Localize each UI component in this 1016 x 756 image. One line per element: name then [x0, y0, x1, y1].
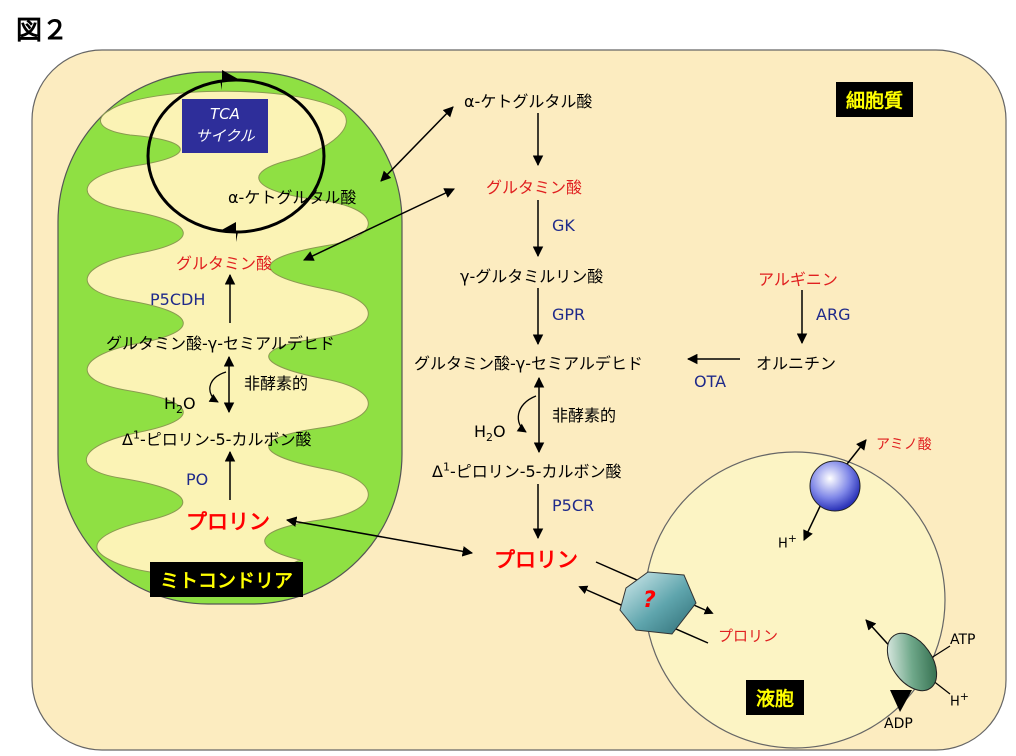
cyto-ornithine: オルニチン — [756, 354, 837, 373]
arrow-akg-exchange — [380, 106, 454, 182]
cyto-gk: GK — [552, 216, 575, 235]
tca-arrow-top — [220, 70, 240, 90]
cyto-proline: プロリン — [494, 548, 578, 572]
vacuole-proline: プロリン — [718, 627, 779, 645]
cyto-p5c: Δ1-ピロリン-5-カルボン酸 — [432, 460, 622, 481]
vacuole-atp: ATP — [950, 632, 976, 648]
tca-cycle-box: TCA サイクル — [182, 99, 268, 153]
proline-transporter-hexagon — [619, 571, 697, 635]
arrow-proline-exchange — [285, 516, 474, 557]
mito-h2o: H2O — [164, 394, 196, 417]
vacuole-label: 液胞 — [746, 680, 805, 715]
mito-p5c: Δ1-ピロリン-5-カルボン酸 — [122, 428, 312, 449]
arrow-cyto-h2o — [516, 395, 537, 433]
tca-line2: サイクル — [195, 127, 255, 145]
vacuole-adp: ADP — [884, 716, 913, 732]
cyto-p5cr: P5CR — [552, 496, 595, 515]
mitochondria-label: ミトコンドリア — [150, 562, 304, 597]
unknown-transporter-mark: ? — [643, 588, 656, 613]
cyto-nonenzymatic: 非酵素的 — [552, 406, 617, 425]
cyto-h2o: H2O — [474, 422, 506, 445]
h-atpase-pump — [886, 632, 938, 692]
cyto-akg: α-ケトグルタル酸 — [464, 92, 593, 111]
adp-arrowhead — [890, 690, 912, 712]
mito-nonenzymatic: 非酵素的 — [244, 374, 309, 393]
mito-proline: プロリン — [186, 510, 270, 534]
cyto-ggp: γ-グルタミルリン酸 — [460, 267, 604, 286]
cyto-gsa: グルタミン酸-γ-セミアルデヒド — [414, 354, 643, 373]
cyto-arg: ARG — [816, 305, 851, 324]
figure-label: 図２ — [16, 16, 69, 46]
cyto-glutamate: グルタミン酸 — [486, 178, 583, 197]
amino-acid-transporter — [809, 460, 861, 512]
arrow-glu-exchange — [303, 188, 455, 261]
vacuole-h-plus-2: H+ — [950, 690, 969, 710]
mito-p5cdh: P5CDH — [150, 290, 206, 309]
cyto-ota: OTA — [694, 372, 727, 391]
mito-po: PO — [186, 470, 209, 489]
cytoplasm-label: 細胞質 — [836, 82, 914, 117]
cyto-arginine: アルギニン — [758, 270, 838, 289]
mito-gsa: グルタミン酸-γ-セミアルデヒド — [106, 334, 335, 353]
vacuole-amino-acid: アミノ酸 — [876, 437, 932, 453]
tca-arrow-bottom — [218, 222, 238, 242]
mito-akg: α-ケトグルタル酸 — [228, 188, 357, 207]
tca-line1: TCA — [210, 105, 240, 123]
arrow-mito-h2o — [208, 371, 227, 403]
cyto-gpr: GPR — [552, 305, 586, 324]
mito-glutamate: グルタミン酸 — [176, 254, 273, 273]
vacuole-h-plus-1: H+ — [778, 532, 797, 552]
